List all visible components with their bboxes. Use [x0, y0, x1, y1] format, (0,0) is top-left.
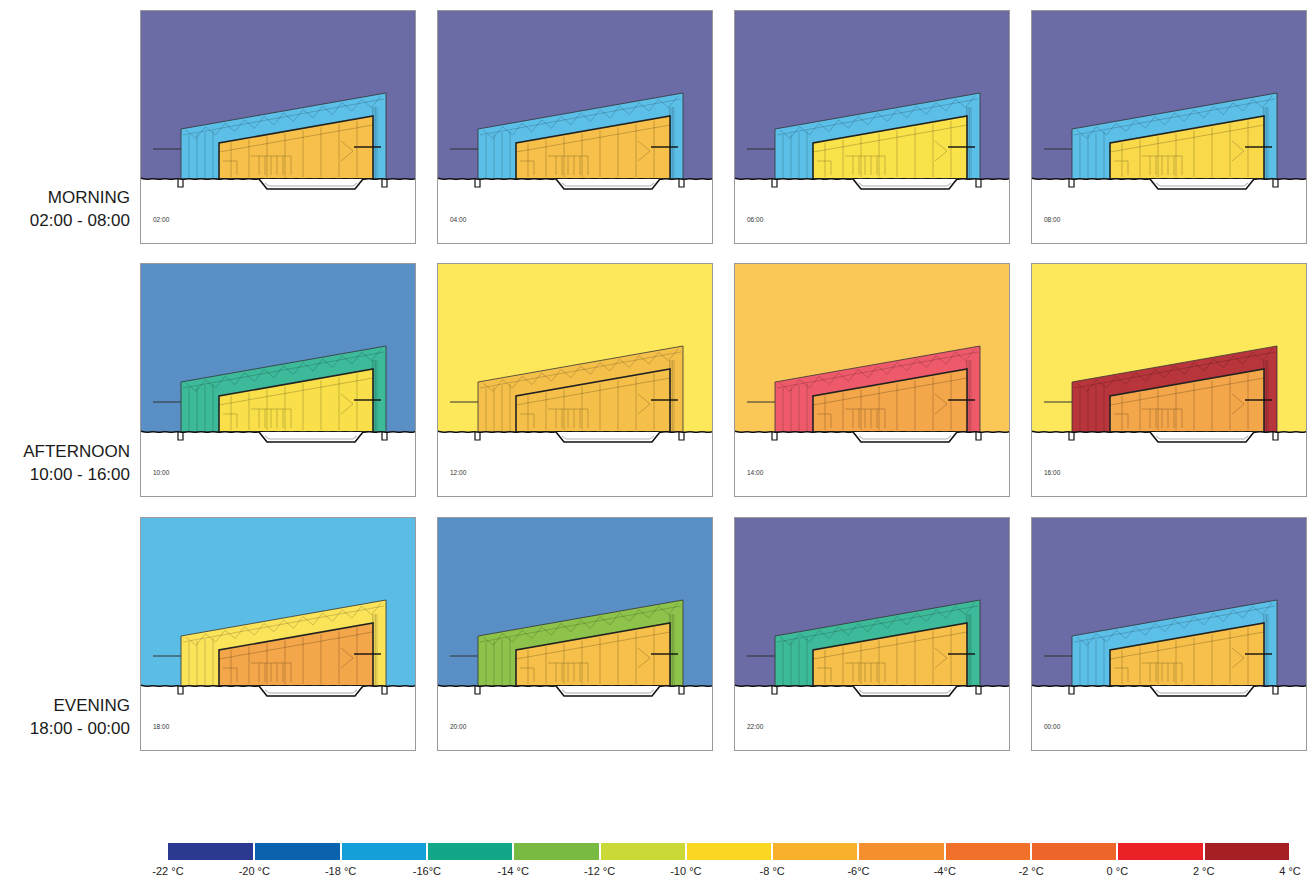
- time-label: 14:00: [747, 469, 763, 476]
- legend-swatch: [255, 843, 339, 860]
- legend-swatch: [1032, 843, 1116, 860]
- period-name: MORNING: [48, 188, 130, 208]
- thermal-section-panel: 20:00: [437, 517, 713, 751]
- legend-tick-label: -12 °C: [584, 865, 615, 877]
- legend-tick-label: -14 °C: [498, 865, 529, 877]
- time-label: 02:00: [153, 216, 169, 223]
- legend-tick-label: 4 °C: [1279, 865, 1301, 877]
- legend-tick-label: -8 °C: [760, 865, 785, 877]
- time-label: 06:00: [747, 216, 763, 223]
- period-name: EVENING: [53, 696, 130, 716]
- legend-swatch: [859, 843, 943, 860]
- time-label: 18:00: [153, 723, 169, 730]
- time-range: 10:00 - 16:00: [30, 465, 130, 485]
- time-label: 16:00: [1044, 469, 1060, 476]
- time-label: 08:00: [1044, 216, 1060, 223]
- legend-tick-label: -4°C: [934, 865, 956, 877]
- legend-swatch: [1118, 843, 1202, 860]
- legend-swatch: [601, 843, 685, 860]
- thermal-section-panel: 02:00: [140, 10, 416, 244]
- thermal-section-panel: 04:00: [437, 10, 713, 244]
- time-label: 20:00: [450, 723, 466, 730]
- thermal-section-panel: 18:00: [140, 517, 416, 751]
- legend-tick-label: 2 °C: [1193, 865, 1215, 877]
- thermal-section-panel: 10:00: [140, 263, 416, 497]
- thermal-section-panel: 00:00: [1031, 517, 1307, 751]
- time-label: 12:00: [450, 469, 466, 476]
- section-illustration: [735, 11, 1010, 244]
- legend-swatch: [342, 843, 426, 860]
- legend-tick-label: -22 °C: [152, 865, 183, 877]
- thermal-section-panel: 22:00: [734, 517, 1010, 751]
- time-label: 10:00: [153, 469, 169, 476]
- section-illustration: [1032, 264, 1307, 497]
- time-range: 02:00 - 08:00: [30, 211, 130, 231]
- legend-swatch: [514, 843, 598, 860]
- legend-tick-label: -20 °C: [239, 865, 270, 877]
- time-range: 18:00 - 00:00: [30, 719, 130, 739]
- thermal-section-panel: 08:00: [1031, 10, 1307, 244]
- section-illustration: [438, 11, 713, 244]
- time-label: 04:00: [450, 216, 466, 223]
- legend-swatch: [428, 843, 512, 860]
- legend-tick-label: -10 °C: [670, 865, 701, 877]
- section-illustration: [1032, 11, 1307, 244]
- thermal-section-panel: 14:00: [734, 263, 1010, 497]
- legend-tick-label: -18 °C: [325, 865, 356, 877]
- legend-tick-label: 0 °C: [1107, 865, 1129, 877]
- legend-tick-label: -2 °C: [1018, 865, 1043, 877]
- section-illustration: [438, 264, 713, 497]
- section-illustration: [438, 518, 713, 751]
- legend-swatch: [773, 843, 857, 860]
- time-label: 22:00: [747, 723, 763, 730]
- section-illustration: [735, 264, 1010, 497]
- time-label: 00:00: [1044, 723, 1060, 730]
- legend-swatch: [168, 843, 253, 860]
- legend-swatch: [1205, 843, 1289, 860]
- period-name: AFTERNOON: [23, 442, 130, 462]
- section-illustration: [141, 518, 416, 751]
- section-illustration: [735, 518, 1010, 751]
- section-illustration: [141, 11, 416, 244]
- legend-tick-label: -6°C: [847, 865, 869, 877]
- section-illustration: [1032, 518, 1307, 751]
- thermal-section-panel: 06:00: [734, 10, 1010, 244]
- thermal-section-panel: 12:00: [437, 263, 713, 497]
- legend-swatch: [946, 843, 1030, 860]
- thermal-section-panel: 16:00: [1031, 263, 1307, 497]
- section-illustration: [141, 264, 416, 497]
- legend-swatch: [687, 843, 771, 860]
- legend-tick-label: -16°C: [413, 865, 441, 877]
